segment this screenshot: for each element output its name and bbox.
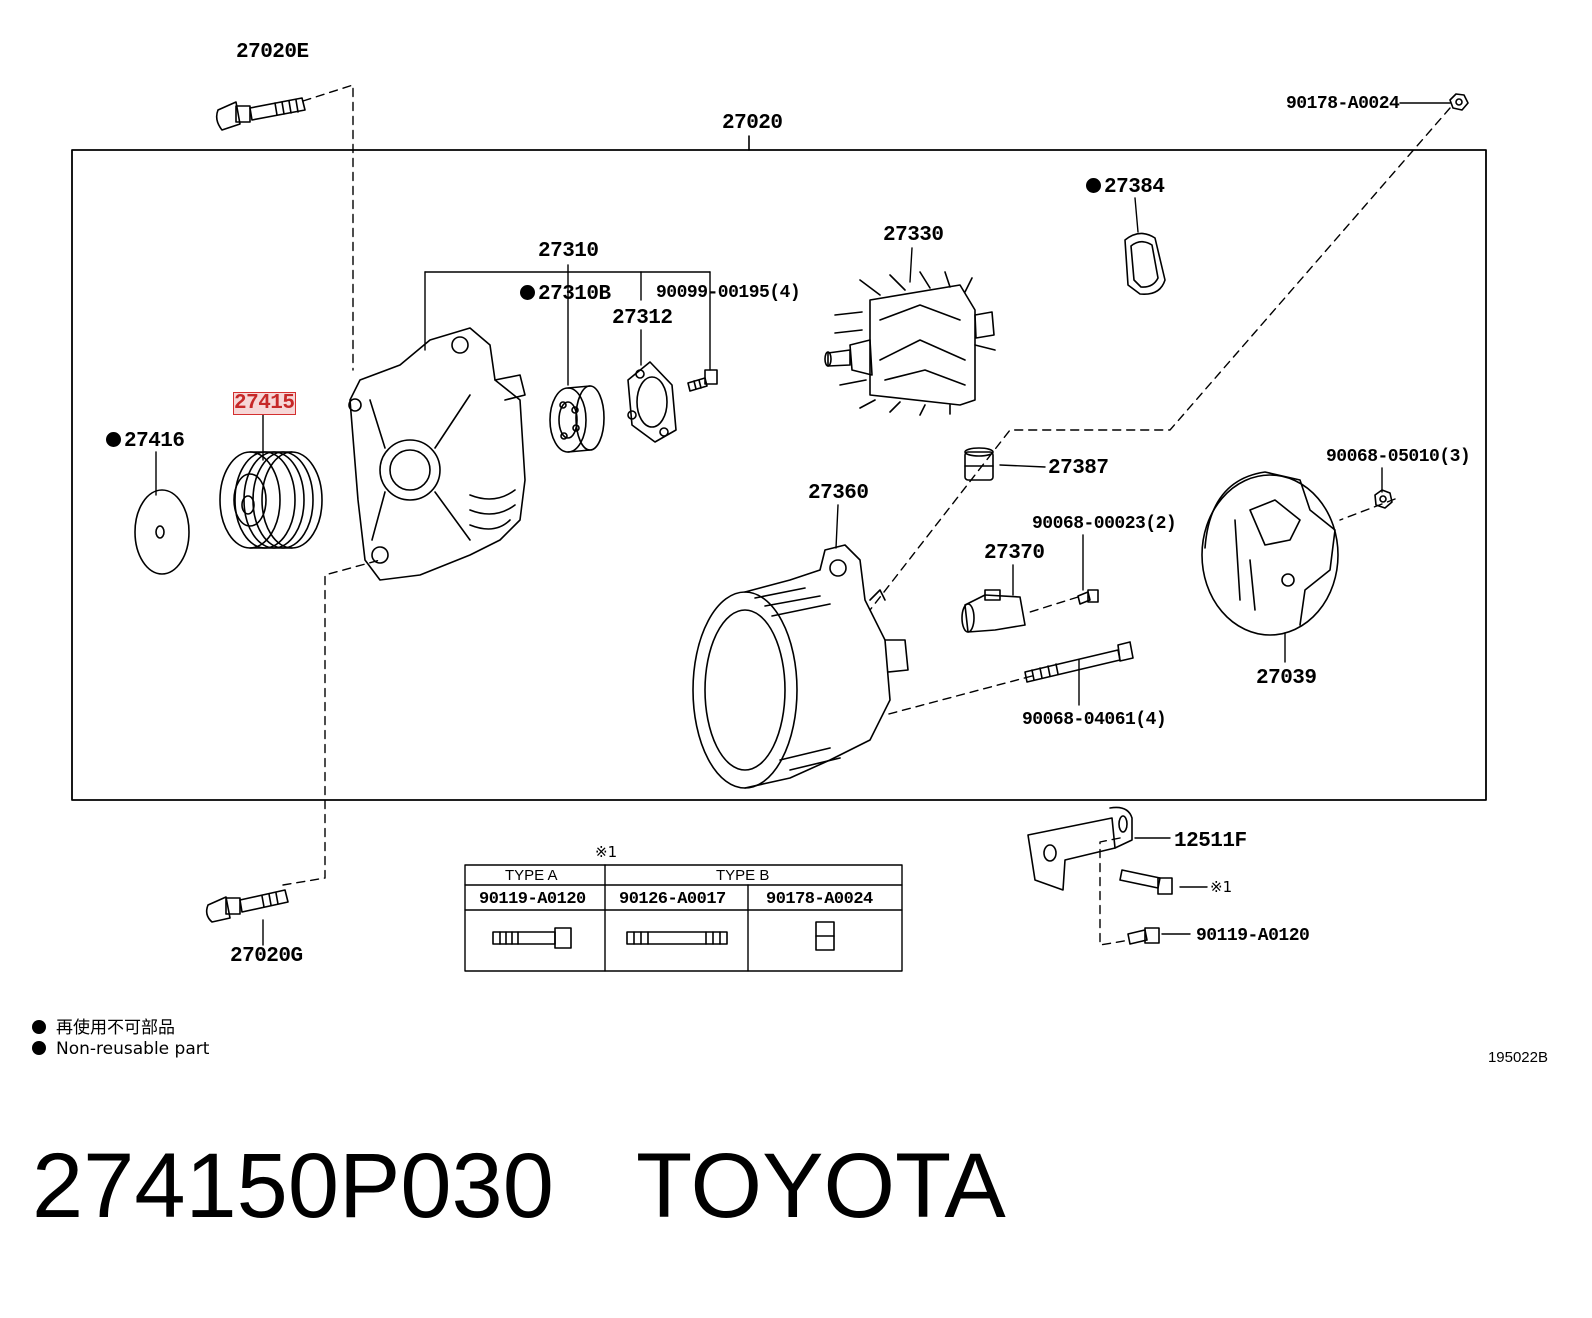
bolt-27020e-drawing — [215, 97, 306, 131]
label-27310[interactable]: 27310 — [538, 240, 599, 263]
legend-cn: 再使用不可部品 — [32, 1013, 175, 1038]
assembly-frame — [71, 149, 1487, 801]
bolt-note1-drawing — [1119, 869, 1173, 895]
type-b-header: TYPE B — [716, 867, 770, 884]
retainer-27312-drawing — [627, 361, 677, 443]
housing-27360-drawing — [692, 544, 909, 789]
drive-end-frame-drawing — [348, 327, 526, 581]
bearing-27310b-drawing — [549, 385, 605, 453]
label-90068-05010[interactable]: 90068-05010(3) — [1326, 447, 1471, 467]
nut-90178-top-drawing — [1449, 93, 1469, 111]
bolt-90068-04061-drawing — [1024, 641, 1134, 683]
type-b-part-stud[interactable]: 90126-A0017 — [619, 890, 726, 909]
type-table-bolt-a — [492, 927, 572, 949]
note-mark-bracket: ※1 — [1210, 878, 1233, 896]
label-27310b[interactable]: 27310B — [520, 284, 611, 305]
label-27384[interactable]: 27384 — [1086, 177, 1165, 198]
nut-90068-05010-drawing — [1374, 489, 1393, 509]
label-90178-top[interactable]: 90178-A0024 — [1286, 94, 1400, 114]
bracket-12511f-drawing — [1027, 806, 1133, 891]
label-90068-04061[interactable]: 90068-04061(4) — [1022, 710, 1167, 730]
rotor-27330-drawing — [824, 271, 996, 416]
legend-en: Non-reusable part — [32, 1039, 209, 1059]
pulley-27415-drawing — [219, 451, 323, 549]
type-b-part-nut[interactable]: 90178-A0024 — [766, 890, 873, 909]
label-27330[interactable]: 27330 — [883, 224, 944, 247]
label-27416[interactable]: 27416 — [106, 431, 185, 452]
bolt-90119-right-drawing — [1127, 927, 1160, 945]
label-27360[interactable]: 27360 — [808, 482, 869, 505]
product-brand: TOYOTA — [636, 1135, 1006, 1237]
product-part-number: 274150P030 — [32, 1135, 554, 1237]
screw-90068-00023-drawing — [1077, 589, 1099, 605]
type-table-grid — [464, 864, 903, 972]
plate-27384-drawing — [1124, 232, 1166, 296]
regulator-27370-drawing — [961, 589, 1026, 633]
label-27387[interactable]: 27387 — [1048, 457, 1109, 480]
label-27020e[interactable]: 27020E — [236, 41, 309, 64]
type-table-nut-b — [815, 921, 835, 951]
non-reusable-dot-icon — [106, 432, 121, 447]
type-table-stud-b — [626, 931, 728, 945]
label-27370[interactable]: 27370 — [984, 542, 1045, 565]
leader-lines — [155, 102, 1451, 946]
label-90119-right[interactable]: 90119-A0120 — [1196, 926, 1310, 946]
label-27312[interactable]: 27312 — [612, 307, 673, 330]
non-reusable-dot-icon — [1086, 178, 1101, 193]
label-27039[interactable]: 27039 — [1256, 667, 1317, 690]
non-reusable-dot-icon — [32, 1020, 46, 1034]
label-90068-00023[interactable]: 90068-00023(2) — [1032, 514, 1177, 534]
bolt-27020g-drawing — [205, 889, 289, 923]
type-a-part[interactable]: 90119-A0120 — [479, 890, 586, 909]
washer-27416-drawing — [134, 489, 190, 575]
non-reusable-dot-icon — [520, 285, 535, 300]
cover-27039-drawing — [1201, 471, 1339, 636]
non-reusable-dot-icon — [32, 1041, 46, 1055]
diagram-code: 195022B — [1487, 1049, 1548, 1066]
note-mark-table: ※1 — [595, 843, 618, 861]
guide-lines — [282, 84, 1451, 946]
label-90099-00195[interactable]: 90099-00195(4) — [656, 283, 801, 303]
label-27020g[interactable]: 27020G — [230, 945, 303, 968]
screw-90099-drawing — [687, 369, 718, 392]
label-12511f[interactable]: 12511F — [1174, 830, 1247, 853]
label-27020[interactable]: 27020 — [722, 112, 783, 135]
label-27415-highlighted[interactable]: 27415 — [233, 392, 296, 415]
insulator-27387-drawing — [964, 447, 994, 481]
type-a-header: TYPE A — [505, 867, 558, 884]
